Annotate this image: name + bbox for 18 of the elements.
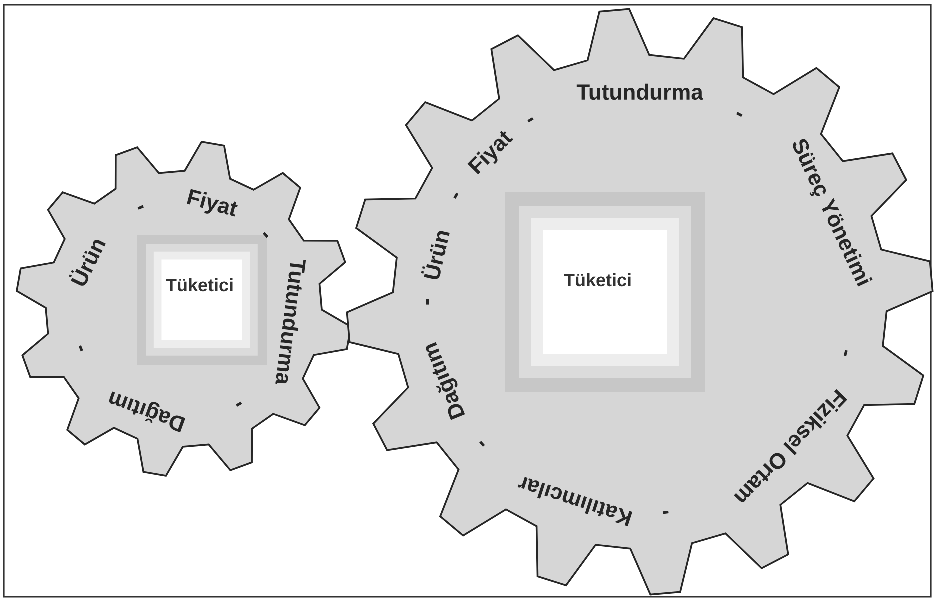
ring-label: -	[454, 192, 459, 199]
ring-label: -	[263, 232, 269, 238]
ring-label: -	[78, 345, 84, 352]
ring-label: -	[138, 205, 144, 210]
center-label: Tüketici	[564, 273, 631, 287]
ring-label: -	[426, 299, 430, 305]
ring-label: Ürün	[421, 231, 450, 280]
ring-label: -	[844, 350, 848, 356]
ring-label: -	[662, 510, 669, 514]
ring-label: Tutundurma	[276, 260, 306, 384]
ring-label: -	[236, 402, 242, 407]
ring-label: Ürün	[69, 240, 106, 286]
ring-label: -	[480, 441, 486, 447]
ring-label: Fiyat	[187, 189, 238, 217]
center-label: Tüketici	[166, 278, 233, 292]
ring-label: Tutundurma	[576, 84, 704, 100]
ring-label: -	[528, 118, 534, 123]
ring-label: -	[736, 112, 743, 118]
